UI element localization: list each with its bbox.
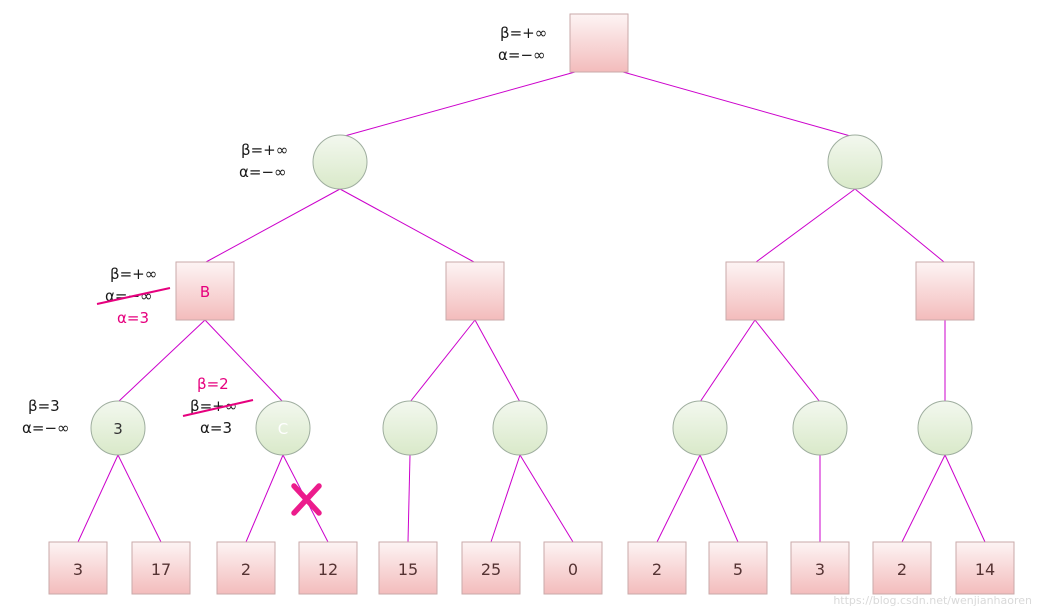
leaf-square-6 [461,541,521,595]
leaf-square-7 [543,541,603,595]
edge-sq2-c4 [474,319,521,403]
leaf-square-4 [298,541,358,595]
c-alpha-annotation: α=3 [200,419,232,437]
l4-circle-three [90,400,146,456]
l2left-beta-annotation: β=+∞ [241,141,288,159]
leaf-square-1 [48,541,108,595]
edge-c4-leaf7 [519,454,574,543]
three-alpha-annotation: α=−∞ [22,419,70,437]
l4-circle-6 [792,400,848,456]
edge-c7-leaf11 [901,454,946,543]
prune-x-stroke-2 [291,483,322,516]
leaf-value-8: 2 [652,560,662,579]
alpha-beta-annotations: β=+∞ α=−∞ β=+∞ α=−∞ β=+∞ α=−∞ α=3 β=3 α=… [22,24,547,437]
node-three-label: 3 [113,420,123,438]
leaf-value-9: 5 [733,560,743,579]
edge-l2right-sq4 [854,188,945,263]
edge-b-circle3 [117,319,206,403]
l3-square-2 [445,261,505,321]
edge-c7-leaf12 [944,454,986,543]
leaf-value-2: 17 [151,560,171,579]
l4-circle-7 [917,400,973,456]
edge-l2left-sq2 [339,188,475,263]
three-beta-annotation: β=3 [28,397,60,415]
leaf-value-7: 0 [568,560,578,579]
edge-c5-leaf8 [656,454,701,543]
leaf-value-10: 3 [815,560,825,579]
leaf-value-12: 14 [975,560,995,579]
l3-square-4 [915,261,975,321]
edge-c5-leaf9 [699,454,739,543]
c-beta-old-annotation: β=+∞ [190,397,237,415]
leaf-value-4: 12 [318,560,338,579]
leaf-value-5: 15 [398,560,418,579]
watermark: https://blog.csdn.net/wenjianhaoren [833,594,1032,607]
l4-circle-4 [492,400,548,456]
l2-circle-left [312,134,368,190]
edge-root-left [340,71,576,138]
root-square [569,13,629,73]
edge-c1-leaf1 [77,454,119,543]
node-c-label: C [278,420,288,438]
strikethrough-line-c-beta [182,399,254,417]
edge-l2right-sq3 [755,188,856,263]
leaf-square-5 [378,541,438,595]
leaf-value-1: 3 [73,560,83,579]
leaf-square-10 [790,541,850,595]
b-alpha-new-annotation: α=3 [117,309,149,327]
edge-c2-leaf3 [245,454,284,543]
root-beta-annotation: β=+∞ [500,24,547,42]
node-labels: B C 3 [113,283,288,438]
l4-circle-c [255,400,311,456]
l3-square-3 [725,261,785,321]
leaf-square-8 [627,541,687,595]
l2-circle-right [827,134,883,190]
edge-sq3-c5 [699,319,756,403]
tree-nodes [48,13,1015,595]
l3-square-b [175,261,235,321]
leaf-value-3: 2 [241,560,251,579]
edge-b-circleC [204,319,284,403]
b-beta-annotation: β=+∞ [110,265,157,283]
prune-x-mark [291,483,322,516]
leaf-square-3 [216,541,276,595]
leaf-value-11: 2 [897,560,907,579]
edge-l2left-b [205,188,341,263]
leaf-value-6: 25 [481,560,501,579]
node-b-label: B [200,283,210,301]
root-alpha-annotation: α=−∞ [498,46,546,64]
leaf-square-11 [872,541,932,595]
leaf-square-12 [955,541,1015,595]
edge-root-right [622,71,855,138]
strikethrough-line-b-alpha [96,287,171,305]
b-alpha-old-annotation: α=−∞ [105,287,153,305]
leaf-square-9 [708,541,768,595]
c-beta-new-annotation: β=2 [197,375,229,393]
edge-sq2-c3 [409,319,476,403]
edge-c4-leaf6 [490,454,521,543]
leaf-square-2 [131,541,191,595]
tree-edges [77,71,986,543]
edge-sq3-c6 [754,319,821,403]
l4-circle-3 [382,400,438,456]
leaf-values: 3 17 2 12 15 25 0 2 5 3 2 14 [73,560,995,579]
l4-circle-5 [672,400,728,456]
edge-c3-leaf5 [407,454,411,543]
l2left-alpha-annotation: α=−∞ [239,163,287,181]
edge-c1-leaf2 [117,454,162,543]
